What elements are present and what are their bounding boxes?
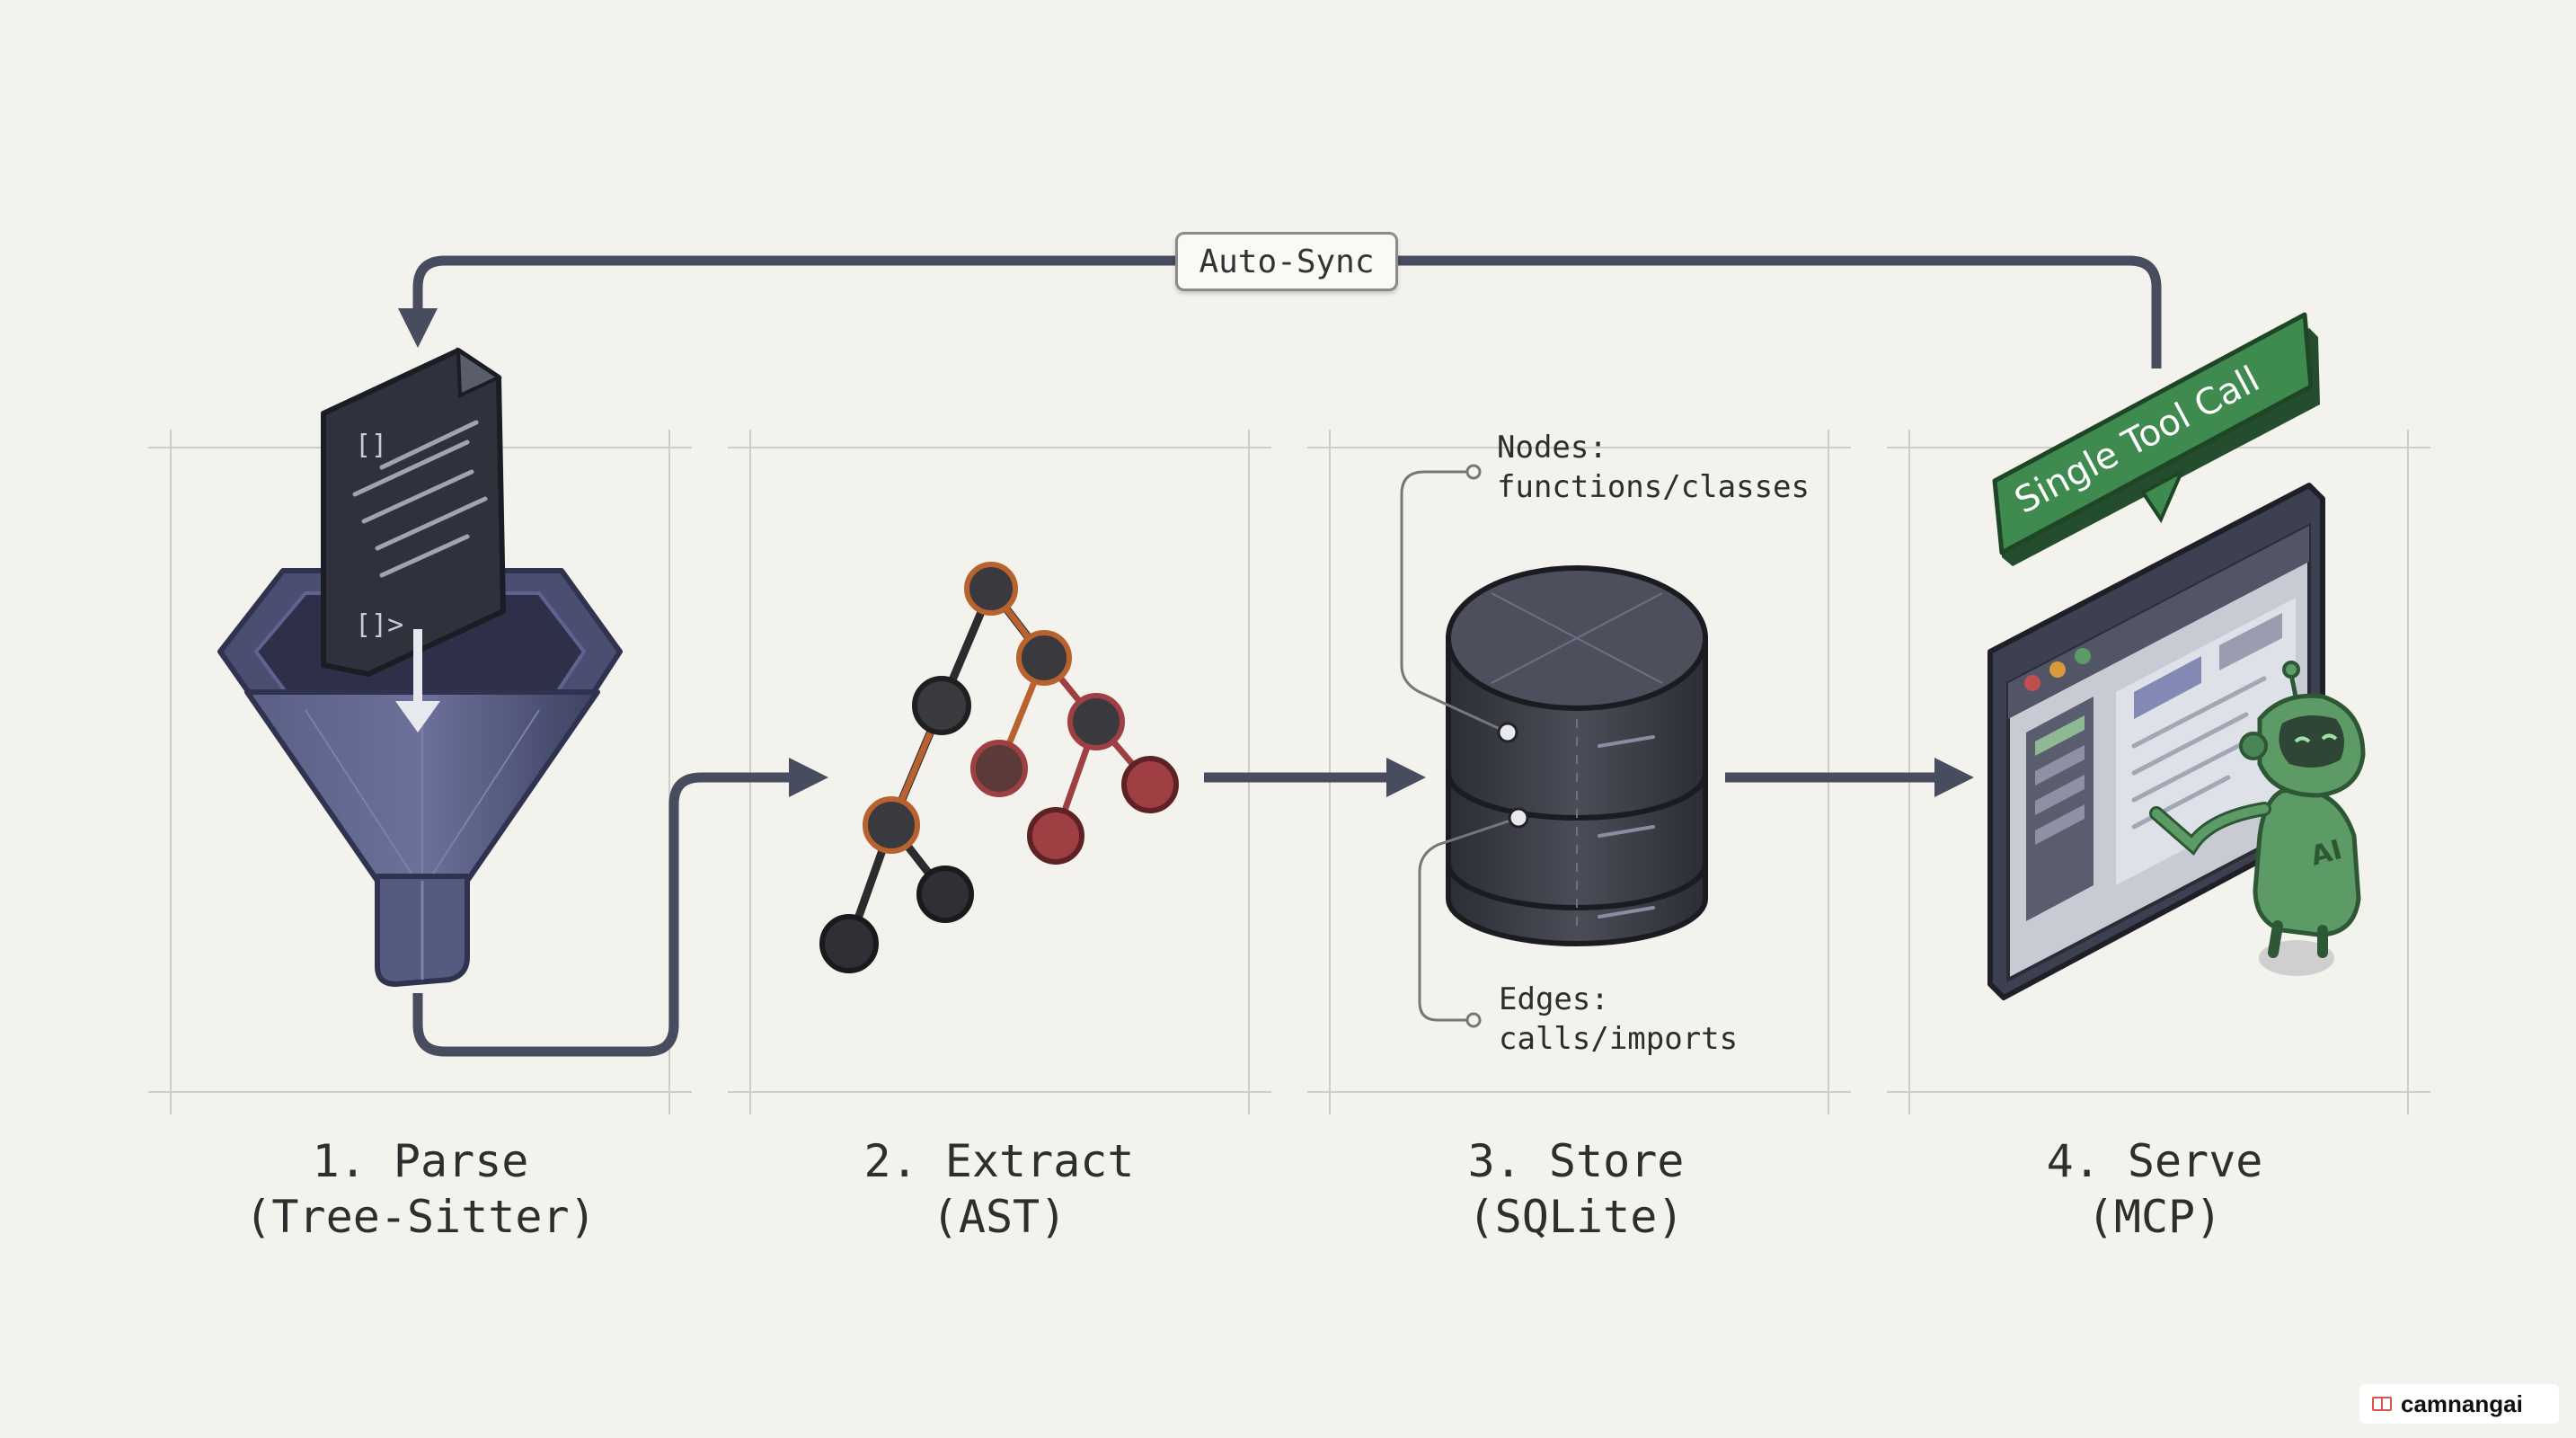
step-store-subtitle: (SQLite) <box>1467 1191 1685 1243</box>
tree-node <box>819 914 879 973</box>
tree-node <box>964 562 1018 616</box>
nodes-annotation: Nodes: functions/classes <box>1497 428 1810 507</box>
nodes-label: Nodes: <box>1497 430 1607 466</box>
tree-node <box>1067 693 1125 750</box>
browser-robot-icon: AI <box>1987 483 2366 1000</box>
tree-node <box>1016 630 1072 686</box>
tree-graph-icon <box>819 562 1179 973</box>
step-store-title: 3. Store (SQLite) <box>1324 1133 1828 1245</box>
edges-label: Edges: <box>1499 981 1609 1017</box>
step-extract-title: 2. Extract (AST) <box>748 1133 1251 1245</box>
code-glyph-top: [] <box>355 430 387 461</box>
code-glyph-bottom: []> <box>355 609 403 641</box>
edges-annotation: Edges: calls/imports <box>1499 980 1738 1059</box>
parse-to-extract-arrow <box>412 758 828 1057</box>
book-icon <box>2372 1397 2392 1411</box>
step-serve-title: 4. Serve (MCP) <box>1903 1133 2406 1245</box>
tree-node <box>912 676 971 735</box>
step-parse-label: 1. Parse <box>312 1135 529 1187</box>
brand-name: camnangai <box>2401 1389 2523 1417</box>
nodes-detail: functions/classes <box>1497 469 1810 505</box>
tree-node <box>1121 756 1179 813</box>
code-document-icon: [] []> <box>321 347 506 732</box>
step-store-label: 3. Store <box>1467 1135 1685 1187</box>
step-parse-title: 1. Parse (Tree-Sitter) <box>169 1133 672 1245</box>
step-parse-subtitle: (Tree-Sitter) <box>244 1191 597 1243</box>
brand-badge: camnangai <box>2359 1384 2559 1424</box>
nodes-leader-line <box>1400 464 1518 743</box>
tree-node <box>1027 807 1084 865</box>
step-extract-label: 2. Extract <box>863 1135 1135 1187</box>
step-extract-subtitle: (AST) <box>931 1191 1067 1243</box>
database-icon <box>1446 565 1708 946</box>
tree-node <box>863 796 920 854</box>
auto-sync-label: Auto-Sync <box>1175 232 1398 291</box>
tree-node <box>916 865 974 923</box>
edges-leader-line <box>1418 807 1529 1028</box>
step-serve-subtitle: (MCP) <box>2086 1191 2223 1243</box>
edges-detail: calls/imports <box>1499 1021 1739 1057</box>
step-serve-label: 4. Serve <box>2046 1135 2263 1187</box>
tree-node <box>970 740 1028 797</box>
